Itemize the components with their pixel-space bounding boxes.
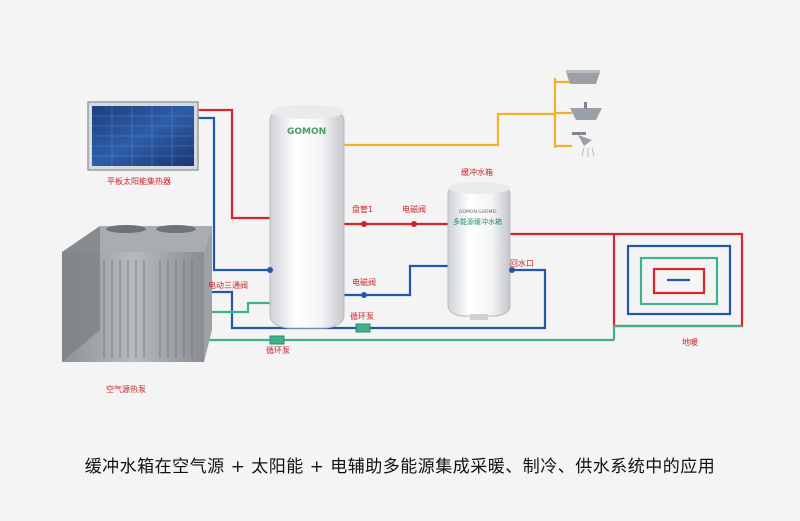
buffer-water-tank: [447, 182, 511, 320]
buffer-tank-brand-small: GOMON·GUOMEI: [459, 209, 497, 215]
domestic-hot-water-pipe: [344, 112, 555, 147]
buffer-return-pipe: [344, 264, 448, 297]
buffer-tank-title: 多能源缓冲水箱: [453, 217, 502, 226]
solenoid-upper-label: 电磁阀: [402, 204, 426, 214]
floor-heating-label: 地暖: [682, 337, 698, 347]
return-port-label: 回水口: [510, 258, 534, 268]
heatpump-green-pipe: [200, 301, 270, 314]
main-water-tank: [269, 105, 345, 329]
circulation-pump-1-label: 循环泵: [350, 311, 374, 321]
buffer-tank-label: 缓冲水箱: [461, 167, 493, 177]
sink-icon: [570, 102, 602, 120]
diagram-caption: 缓冲水箱在空气源 + 太阳能 + 电辅助多能源集成采暖、制冷、供水系统中的应用: [84, 457, 716, 477]
bathtub-icon: [566, 70, 600, 84]
solar-collector: [87, 101, 199, 171]
solar-cold-pipe: [197, 116, 270, 272]
solar-collector-label: 平板太阳能集热器: [107, 176, 171, 186]
heat-pump-unit: [62, 225, 212, 362]
circulation-pump-2-label: 循环泵: [266, 345, 290, 355]
solenoid-upper-marker: [411, 221, 417, 227]
circulation-pump-1-icon: [355, 323, 371, 333]
coil-top-label: 盘管1: [352, 204, 373, 214]
circulation-pump-2-icon: [269, 335, 285, 345]
floor-heating-coil: [612, 232, 744, 340]
three-way-valve-marker: [267, 267, 273, 273]
solenoid-lower-label: 电磁阀: [352, 277, 376, 287]
shower-icon: [572, 132, 595, 157]
main-tank-brand: GOMON: [287, 127, 326, 137]
coil-top-marker: [361, 221, 367, 227]
solenoid-lower-marker: [361, 292, 367, 298]
heatpump-cold-pipe: [200, 268, 547, 330]
pipes: [197, 78, 744, 342]
three-way-valve-label: 电动三通阀: [208, 280, 248, 290]
return-port-marker: [509, 267, 515, 273]
heat-pump-label: 空气源热泵: [106, 384, 146, 394]
solar-hot-pipe: [197, 108, 270, 220]
